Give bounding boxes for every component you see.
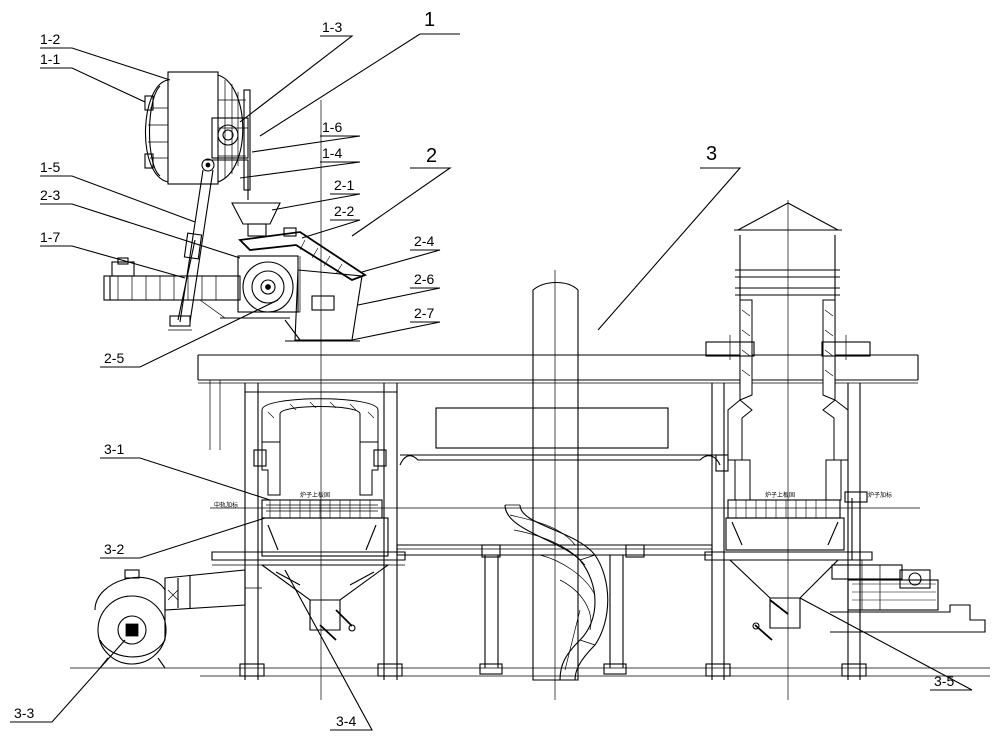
right-furnace (705, 203, 985, 680)
label-2-5: 2-5 (104, 350, 124, 366)
label-3-2: 3-2 (104, 541, 124, 557)
label-3-1: 3-1 (104, 441, 124, 457)
connecting-duct (397, 408, 720, 674)
label-2-4: 2-4 (414, 233, 434, 249)
label-3-3: 3-3 (14, 705, 34, 721)
label-2: 2 (426, 145, 437, 167)
center-chimney (533, 270, 578, 700)
label-1-3: 1-3 (322, 19, 342, 35)
label-1-4: 1-4 (322, 145, 342, 161)
label-1-5: 1-5 (40, 159, 60, 175)
label-3-5: 3-5 (934, 673, 954, 689)
blower-fan (95, 570, 262, 668)
left-inner-tag: 炉子上板固 (300, 491, 330, 499)
label-2-1: 2-1 (334, 177, 354, 193)
spiral-stair (505, 505, 608, 680)
unit-2-crusher (104, 203, 365, 341)
right-side-tag: 炉子加标 (868, 491, 892, 499)
label-1-1: 1-1 (40, 51, 60, 67)
label-2-7: 2-7 (414, 305, 434, 321)
left-furnace (212, 383, 405, 680)
right-inner-tag: 炉子上板固 (765, 491, 795, 499)
label-3: 3 (706, 143, 717, 165)
label-2-2: 2-2 (334, 203, 354, 219)
label-1-6: 1-6 (322, 119, 342, 135)
label-1: 1 (424, 9, 435, 31)
label-1-2: 1-2 (40, 31, 60, 47)
label-2-6: 2-6 (414, 271, 434, 287)
label-1-7: 1-7 (40, 229, 60, 245)
label-2-3: 2-3 (40, 187, 60, 203)
unit-1-mechanism (145, 72, 250, 330)
label-3-4: 3-4 (336, 713, 356, 729)
left-platform-tag: 中轨加标 (214, 501, 238, 509)
